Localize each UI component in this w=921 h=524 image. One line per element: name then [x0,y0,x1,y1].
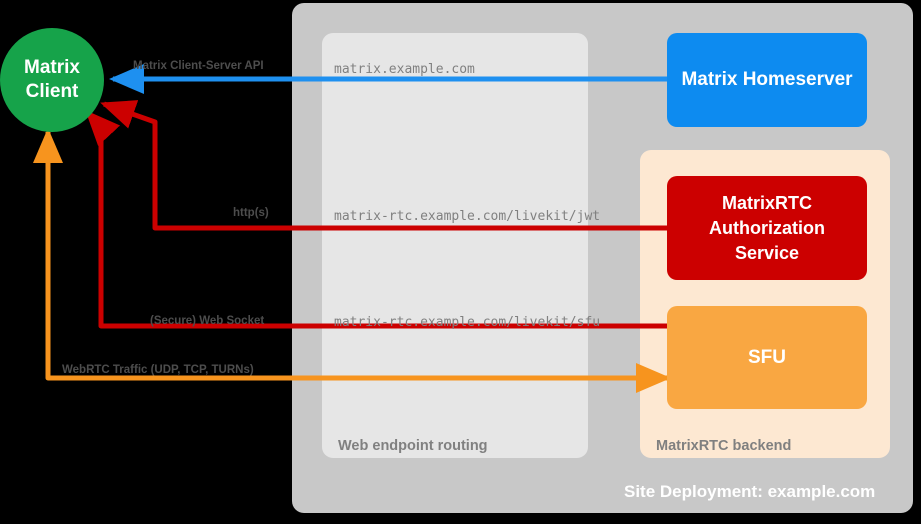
node-matrix-client[interactable] [0,28,104,132]
group-label-site-deployment: Site Deployment: example.com [624,482,876,501]
node-matrixrtc-authorization-service[interactable] [667,176,867,280]
group-web-endpoint-routing [322,33,588,458]
group-label-matrixrtc-backend: MatrixRTC backend [656,438,792,454]
edge-label-matrix-client-server-api: Matrix Client-Server API [133,60,264,72]
group-label-web-endpoint-routing: Web endpoint routing [338,438,488,454]
edge-label-webrtc-traffic: WebRTC Traffic (UDP, TCP, TURNs) [62,364,254,376]
edge-https-jwt [100,100,667,231]
edge-url-livekit-sfu: matrix-rtc.example.com/livekit/sfu [334,315,601,330]
edge-label-secure-web-socket: (Secure) Web Socket [150,315,265,327]
edge-url-matrix-example-com: matrix.example.com [334,62,475,77]
node-sfu[interactable] [667,306,867,409]
edge-secure-web-socket [85,110,667,329]
edge-label-https: http(s) [233,207,269,219]
edge-url-livekit-jwt: matrix-rtc.example.com/livekit/jwt [334,209,601,224]
node-matrix-homeserver[interactable] [667,33,867,127]
